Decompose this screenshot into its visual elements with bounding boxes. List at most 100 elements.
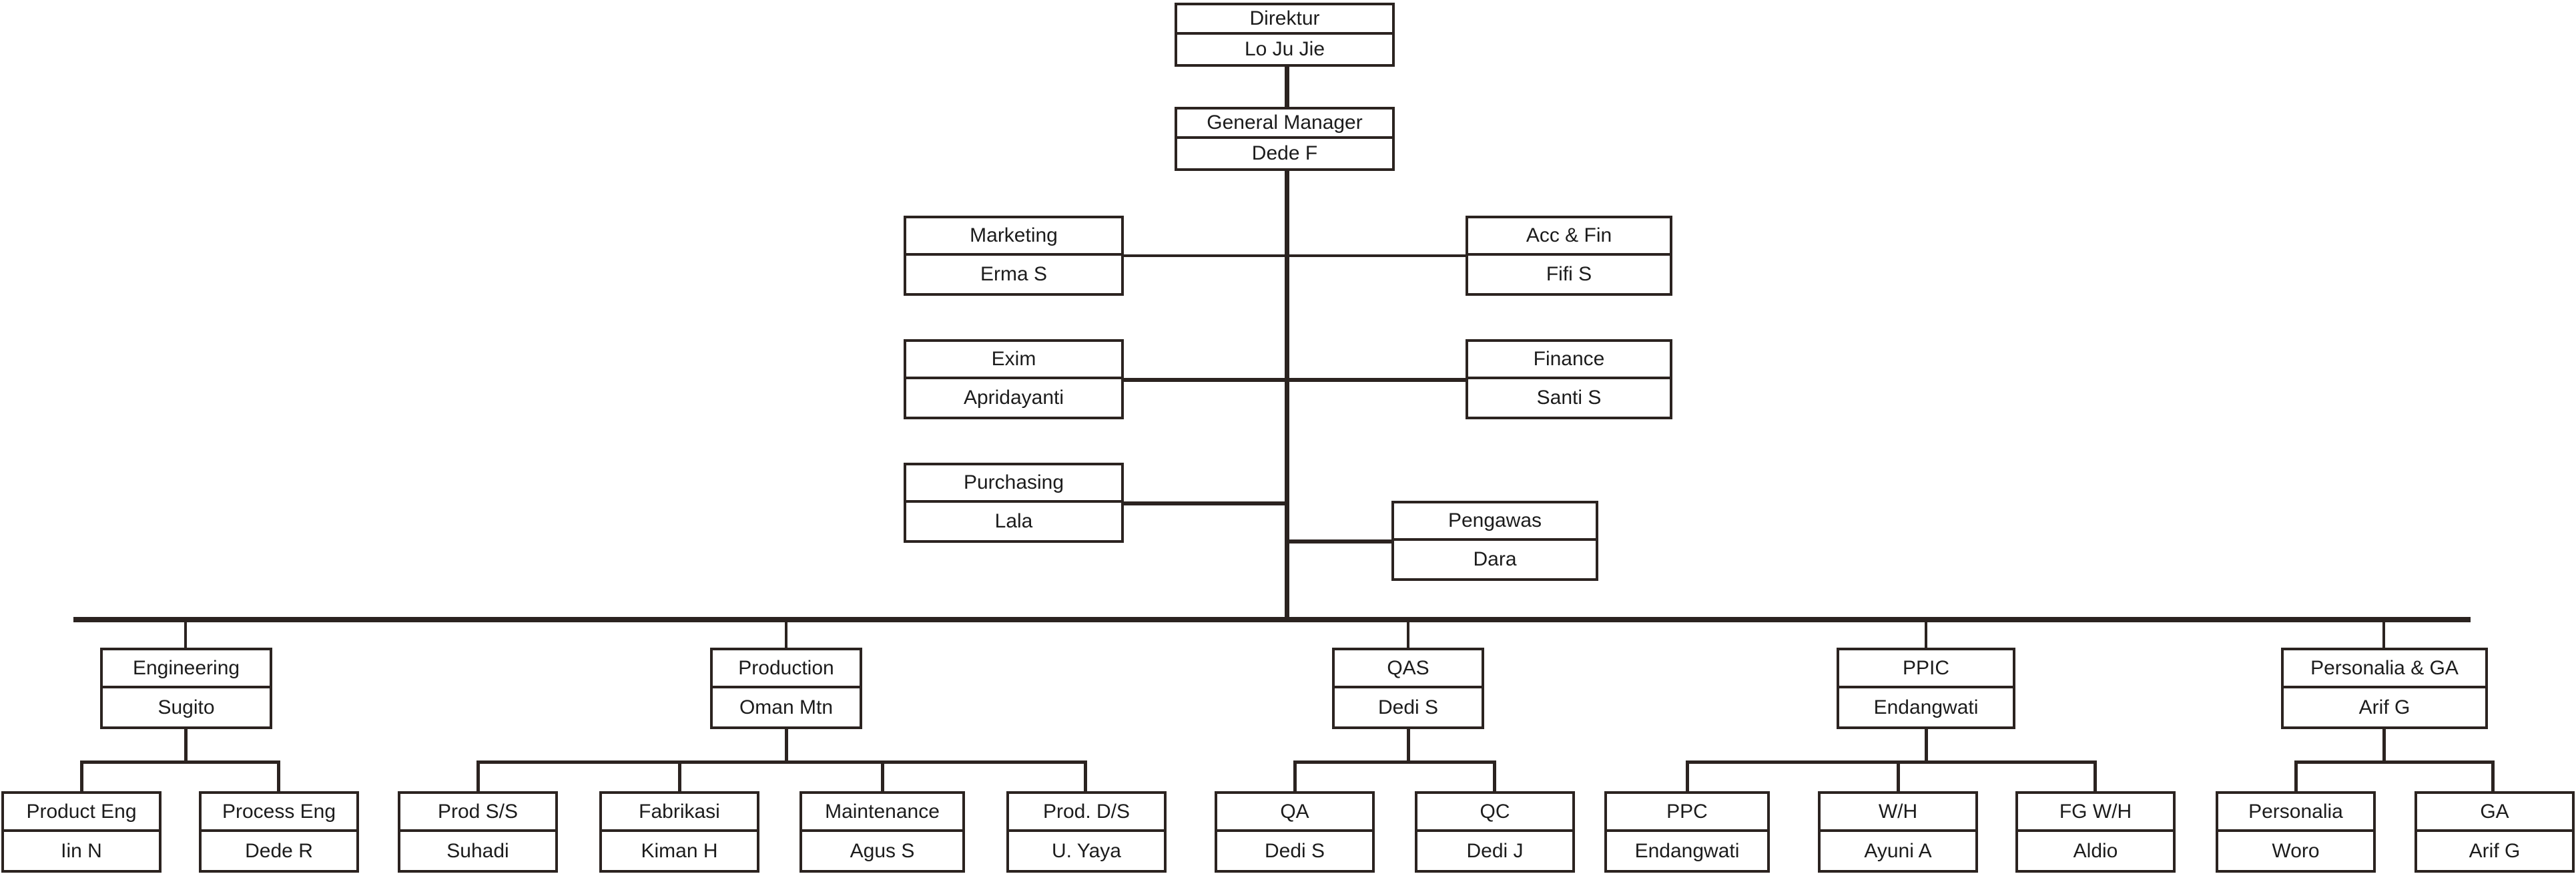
- bus-ppic: [1686, 760, 2097, 764]
- org-node-title: Marketing: [906, 218, 1121, 256]
- bus-production: [476, 760, 1086, 764]
- staff-accfin-link: [1287, 254, 1467, 257]
- org-node-title: Purchasing: [906, 465, 1121, 503]
- org-node-person: Endangwati: [1873, 696, 1979, 718]
- org-node-person: Arif G: [2469, 839, 2521, 862]
- leg-ga: [2491, 760, 2495, 793]
- org-node-title: W/H: [1821, 794, 1975, 832]
- org-node-title: Prod. D/S: [1009, 794, 1164, 832]
- org-node-person: Oman Mtn: [739, 696, 834, 718]
- org-node-title: Exim: [906, 342, 1121, 379]
- leg-process-eng: [277, 760, 280, 793]
- leg-maintenance: [881, 760, 884, 793]
- org-node-title: PPC: [1607, 794, 1767, 832]
- drop-production: [785, 729, 788, 762]
- org-node-title: Acc & Fin: [1468, 218, 1670, 256]
- org-node-person: Dedi S: [1264, 839, 1325, 862]
- org-node-title: QC: [1417, 794, 1572, 832]
- drop-qas: [1407, 729, 1410, 762]
- org-node-person: Aldio: [2073, 839, 2118, 862]
- org-node-title: Personalia & GA: [2284, 650, 2485, 688]
- leg-fabrikasi: [678, 760, 681, 793]
- org-node-person: Arif G: [2358, 696, 2410, 718]
- org-node-person: Santi S: [1536, 387, 1602, 409]
- org-node-qas[interactable]: QAS Dedi S: [1332, 648, 1484, 729]
- org-node-ppc[interactable]: PPC Endangwati: [1604, 791, 1770, 873]
- org-node-title: PPIC: [1839, 650, 2013, 688]
- org-node-title: Pengawas: [1394, 503, 1596, 541]
- org-node-person: Fifi S: [1546, 263, 1592, 285]
- org-node-person: Ayuni A: [1864, 839, 1932, 862]
- leg-prod-ss: [476, 760, 480, 793]
- org-node-person: Lala: [994, 510, 1033, 532]
- org-node-person: Kiman H: [641, 839, 718, 862]
- staff-purchasing-link: [1124, 501, 1287, 505]
- drop-engineering: [184, 729, 188, 762]
- spine-direktur-to-gm: [1285, 67, 1289, 108]
- org-node-title: Direktur: [1177, 5, 1392, 35]
- leg-fg-wh: [2094, 760, 2097, 793]
- org-node-title: FG W/H: [2018, 794, 2173, 832]
- org-node-person: Woro: [2272, 839, 2320, 862]
- org-node-personalia-ga[interactable]: Personalia & GA Arif G: [2281, 648, 2488, 729]
- org-node-title: Fabrikasi: [602, 794, 757, 832]
- org-node-title: Process Eng: [202, 794, 356, 832]
- bus-personalia-ga: [2294, 760, 2495, 764]
- org-node-title: General Manager: [1177, 110, 1392, 139]
- bus-qas: [1293, 760, 1496, 764]
- org-node-qc[interactable]: QC Dedi J: [1415, 791, 1575, 873]
- org-node-person: Dara: [1473, 548, 1517, 570]
- org-node-title: Engineering: [103, 650, 270, 688]
- leg-wh: [1897, 760, 1900, 793]
- staff-exim-link: [1124, 378, 1287, 382]
- org-node-person: U. Yaya: [1052, 839, 1121, 862]
- leg-ppic: [1925, 620, 1927, 649]
- leg-prod-ds: [1084, 760, 1087, 793]
- org-node-person: Suhadi: [446, 839, 509, 862]
- org-node-title: Finance: [1468, 342, 1670, 379]
- org-node-prod-ds[interactable]: Prod. D/S U. Yaya: [1006, 791, 1167, 873]
- leg-qa: [1293, 760, 1297, 793]
- org-node-ga[interactable]: GA Arif G: [2414, 791, 2575, 873]
- org-node-person: Endangwati: [1634, 839, 1740, 862]
- org-node-title: Personalia: [2218, 794, 2373, 832]
- bus-engineering: [80, 760, 280, 764]
- org-node-qa[interactable]: QA Dedi S: [1215, 791, 1375, 873]
- org-node-person: Dedi J: [1466, 839, 1524, 862]
- org-node-fg-wh[interactable]: FG W/H Aldio: [2015, 791, 2176, 873]
- org-node-title: Product Eng: [4, 794, 159, 832]
- drop-personalia-ga: [2382, 729, 2386, 762]
- leg-product-eng: [80, 760, 83, 793]
- org-node-title: QAS: [1335, 650, 1482, 688]
- staff-finance-link: [1287, 378, 1467, 382]
- org-node-wh[interactable]: W/H Ayuni A: [1818, 791, 1978, 873]
- leg-personalia: [2294, 760, 2298, 793]
- org-node-person: Agus S: [850, 839, 915, 862]
- org-node-ppic[interactable]: PPIC Endangwati: [1837, 648, 2015, 729]
- org-node-title: QA: [1217, 794, 1372, 832]
- org-node-title: GA: [2417, 794, 2572, 832]
- org-node-person: Dedi S: [1377, 696, 1439, 718]
- org-node-person: Sugito: [157, 696, 215, 718]
- leg-engineering: [184, 620, 187, 649]
- org-node-title: Maintenance: [802, 794, 962, 832]
- org-node-person: Erma S: [980, 263, 1048, 285]
- org-node-person: Iin N: [61, 839, 102, 862]
